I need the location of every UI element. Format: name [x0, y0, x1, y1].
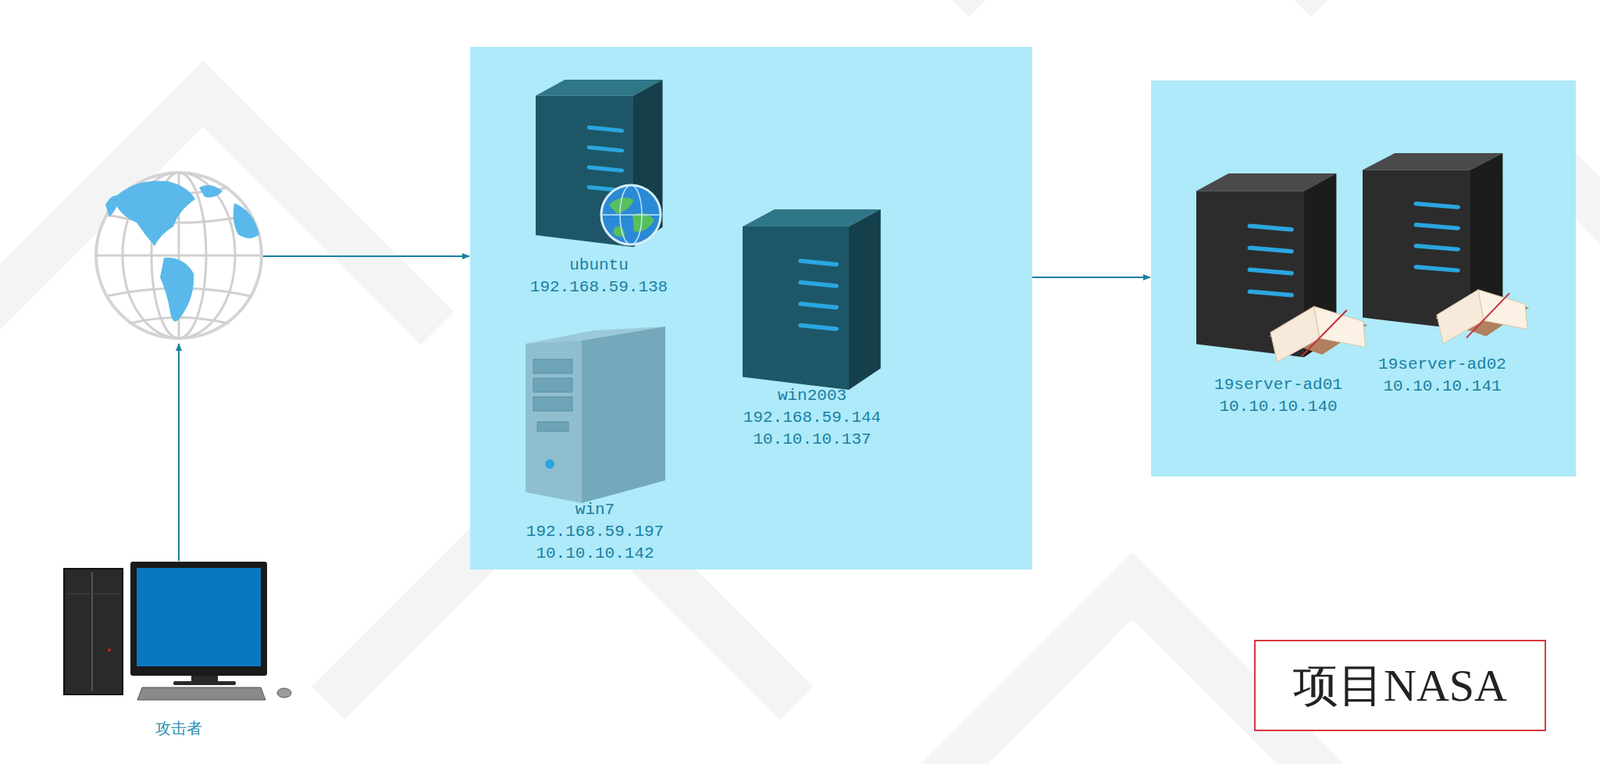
server-label: 19server-ad0110.10.10.140	[1214, 374, 1343, 418]
title-text: 项目NASA	[1293, 660, 1508, 711]
ip-address: 192.168.59.138	[530, 276, 668, 299]
host-name: 19server-ad02	[1378, 353, 1507, 376]
host-name: 攻击者	[155, 716, 203, 739]
ip-address: 10.10.10.137	[743, 428, 881, 451]
ip-address: 192.168.59.197	[526, 520, 664, 543]
ip-address: 10.10.10.142	[526, 542, 664, 565]
server-label: 19server-ad0210.10.10.141	[1378, 353, 1507, 398]
host-name: 19server-ad01	[1214, 374, 1343, 396]
ip-address: 10.10.10.141	[1378, 375, 1507, 398]
ip-address: 192.168.59.144	[743, 406, 881, 429]
ip-address: 10.10.10.140	[1214, 395, 1343, 418]
host-name: ubuntu	[530, 254, 668, 277]
pc-label: win7192.168.59.19710.10.10.142	[526, 498, 664, 565]
attacker-label: 攻击者	[155, 716, 203, 739]
host-name: win2003	[743, 384, 881, 407]
title-box: 项目NASA	[1254, 639, 1547, 731]
host-name: win7	[526, 498, 664, 521]
server-label: ubuntu192.168.59.138	[530, 254, 668, 299]
server-label: win2003192.168.59.14410.10.10.137	[743, 384, 881, 451]
